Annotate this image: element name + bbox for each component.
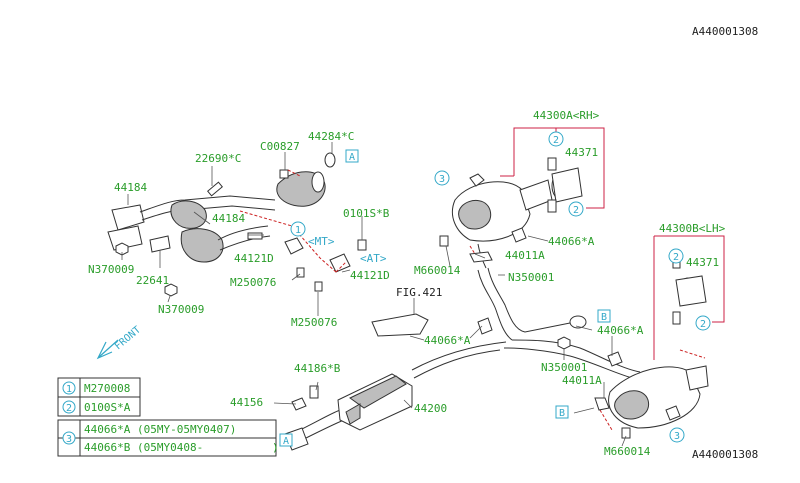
- front-muffler-44200[interactable]: [284, 373, 413, 451]
- legend-r2-num: 2: [66, 403, 72, 414]
- label-22690c: 22690*C: [195, 152, 241, 165]
- svg-text:2: 2: [573, 205, 579, 216]
- label-44184-top: 44184: [114, 181, 147, 194]
- legend-r3b-close: ): [272, 441, 279, 454]
- label-44186b: 44186*B: [294, 362, 341, 375]
- svg-text:1: 1: [295, 225, 301, 236]
- label-44156: 44156: [230, 396, 263, 409]
- label-fig421: FIG.421: [396, 286, 442, 299]
- label-44200: 44200: [414, 402, 447, 415]
- label-44011a-top: 44011A: [505, 249, 545, 262]
- box-a-bot[interactable]: A: [279, 433, 293, 447]
- label-m250076-a: M250076: [230, 276, 276, 289]
- part-number-labels: 44184 22690*C C00827 44284*C 44184 0101S…: [88, 109, 726, 458]
- callout-2-rh-top[interactable]: 2: [548, 131, 564, 147]
- svg-text:A: A: [283, 436, 289, 447]
- callout-2-rh-bot[interactable]: 2: [568, 201, 584, 217]
- label-44371-rh: 44371: [565, 146, 598, 159]
- label-44121d-right: 44121D: [350, 269, 390, 282]
- svg-text:3: 3: [439, 174, 445, 185]
- label-44066a-right: 44066*A: [597, 324, 644, 337]
- legend-table: 1 M270008 2 0100S*A 3 44066*A (05MY-05MY…: [57, 377, 279, 457]
- svg-text:B: B: [601, 312, 607, 323]
- label-44300b-lh: 44300B<LH>: [659, 222, 726, 235]
- mounting-bracket-hardware[interactable]: [247, 232, 367, 292]
- box-b-top[interactable]: B: [597, 309, 611, 323]
- legend-r1-num: 1: [66, 384, 72, 395]
- svg-text:2: 2: [700, 319, 706, 330]
- front-exhaust-pipe-assembly[interactable]: [107, 152, 336, 297]
- label-44121d-left: 44121D: [234, 252, 274, 265]
- label-44184-mid: 44184: [212, 212, 245, 225]
- label-m660014-bot: M660014: [604, 445, 651, 458]
- front-direction-label: FRONT: [113, 325, 143, 353]
- callout-1[interactable]: 1: [290, 221, 306, 237]
- label-mt: <MT>: [308, 235, 335, 248]
- label-44284c: 44284*C: [308, 130, 354, 143]
- label-0101sb: 0101S*B: [343, 207, 390, 220]
- rh-assembly-bracket: [500, 127, 605, 209]
- svg-text:3: 3: [674, 431, 680, 442]
- leader-lines: [121, 142, 627, 447]
- svg-text:2: 2: [673, 252, 679, 263]
- label-n350001-top: N350001: [508, 271, 554, 284]
- label-n370009-b: N370009: [158, 303, 204, 316]
- svg-text:2: 2: [553, 135, 559, 146]
- legend-r3a-text: 44066*A (05MY-05MY0407): [84, 423, 236, 436]
- label-m250076-b: M250076: [291, 316, 337, 329]
- label-at: <AT>: [360, 252, 387, 265]
- label-n350001-bot: N350001: [541, 361, 587, 374]
- label-m660014-top: M660014: [414, 264, 461, 277]
- callout-3-rh[interactable]: 3: [434, 170, 450, 186]
- callout-3-lh[interactable]: 3: [669, 427, 685, 443]
- label-44066a-top: 44066*A: [548, 235, 595, 248]
- diagram-id-bottom: A440001308: [692, 448, 758, 461]
- svg-text:A: A: [349, 152, 355, 163]
- label-44371-lh: 44371: [686, 256, 719, 269]
- box-b-bot[interactable]: B: [555, 405, 569, 419]
- fig421-heat-shield-bracket[interactable]: [371, 298, 429, 337]
- rear-muffler-lh[interactable]: [557, 255, 709, 439]
- legend-r3-num: 3: [66, 434, 72, 445]
- label-c00827: C00827: [260, 140, 300, 153]
- lh-assembly-bracket: [653, 235, 725, 360]
- legend-r1-text: M270008: [84, 382, 130, 395]
- legend-r2-text: 0100S*A: [84, 401, 131, 414]
- callout-2-lh-top[interactable]: 2: [668, 248, 684, 264]
- svg-text:B: B: [559, 408, 565, 419]
- center-exhaust-pipe[interactable]: [411, 267, 641, 379]
- label-44011a-bot: 44011A: [562, 374, 602, 387]
- legend-r3b-text: 44066*B (05MY0408-: [84, 441, 203, 454]
- label-n370009-a: N370009: [88, 263, 134, 276]
- label-22641: 22641: [136, 274, 169, 287]
- rear-muffler-rh[interactable]: [439, 157, 583, 269]
- label-44066a-mid: 44066*A: [424, 334, 471, 347]
- diagram-id-top: A440001308: [692, 25, 758, 38]
- callout-2-lh-bot[interactable]: 2: [695, 315, 711, 331]
- box-a-top[interactable]: A: [345, 149, 359, 163]
- front-direction-arrow: FRONT: [96, 325, 143, 360]
- label-44300a-rh: 44300A<RH>: [533, 109, 600, 122]
